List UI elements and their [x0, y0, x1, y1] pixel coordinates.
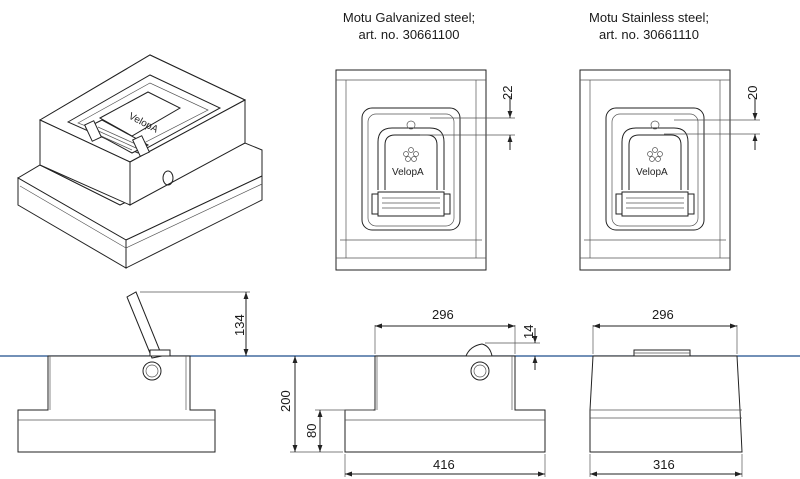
ss-brand-label: VelopA: [636, 167, 668, 178]
caption-stainless-line1: Motu Stainless steel;: [589, 10, 709, 25]
dim-protrusion: 14: [521, 325, 536, 339]
top-view-stainless: VelopA 20: [579, 69, 760, 271]
dim-bottom-width-side: 316: [653, 457, 675, 472]
dim-clearance-galvanized: 22: [500, 86, 515, 100]
dim-clearance-stainless: 20: [745, 86, 760, 100]
side-view-handle: 134: [17, 291, 250, 453]
isometric-view: VelopA: [17, 54, 263, 269]
dim-top-width-front: 296: [432, 307, 454, 322]
dim-bottom-width-front: 416: [433, 457, 455, 472]
flower-logo-icon: [647, 147, 663, 162]
front-view-galvanized: 296 14 200 80 416: [278, 307, 546, 477]
dim-total-height: 200: [278, 390, 293, 412]
caption-stainless-line2: art. no. 30661110: [599, 27, 699, 42]
galv-brand-label: VelopA: [392, 167, 424, 178]
side-view-stainless: 296 316: [589, 307, 743, 477]
dim-base-height: 80: [304, 424, 319, 438]
flower-logo-icon: [403, 147, 419, 162]
dim-handle-height: 134: [232, 314, 247, 336]
caption-galvanized: Motu Galvanized steel; art. no. 30661100: [309, 9, 509, 43]
caption-stainless: Motu Stainless steel; art. no. 30661110: [549, 9, 749, 43]
caption-galvanized-line2: art. no. 30661100: [358, 27, 460, 42]
caption-galvanized-line1: Motu Galvanized steel;: [342, 10, 476, 25]
top-view-galvanized: VelopA 22: [335, 69, 515, 271]
dim-top-width-side: 296: [652, 307, 674, 322]
